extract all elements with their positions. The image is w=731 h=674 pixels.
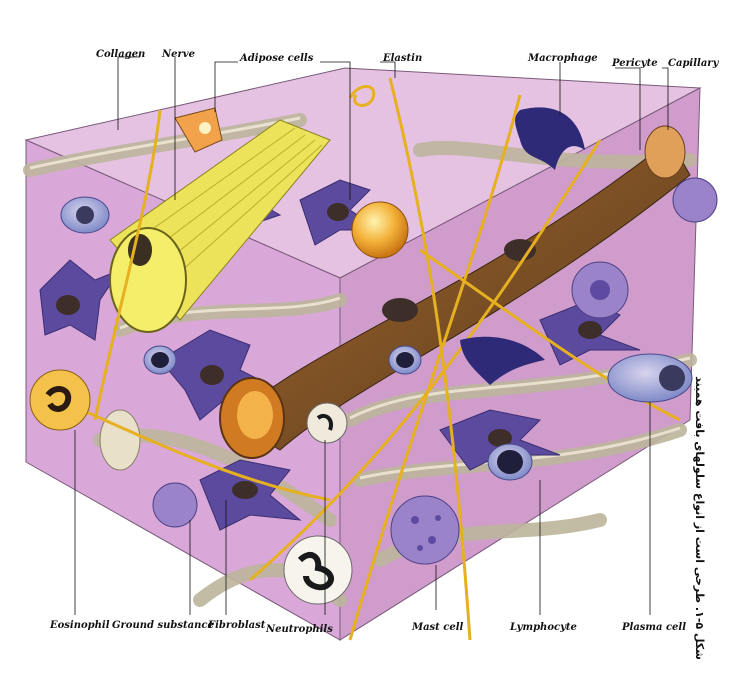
label-mast-cell: Mast cell bbox=[412, 622, 463, 633]
label-adipose-cells: Adipose cells bbox=[240, 53, 313, 64]
figure-caption: شکل ۵-۱. طرحی است از انواع سلولهای بافت … bbox=[690, 440, 706, 660]
label-neutrophils: Neutrophils bbox=[266, 624, 333, 635]
label-pericyte: Pericyte bbox=[612, 58, 658, 69]
label-collagen: Collagen bbox=[96, 49, 145, 60]
label-elastin: Elastin bbox=[383, 53, 422, 64]
label-nerve: Nerve bbox=[162, 49, 195, 60]
collagen-bundle-end bbox=[100, 410, 140, 470]
label-eosinophil: Eosinophil bbox=[50, 620, 110, 631]
label-ground-substance: Ground substance bbox=[112, 620, 214, 631]
label-macrophage: Macrophage bbox=[528, 53, 598, 64]
label-fibroblast: Fibroblast bbox=[208, 620, 265, 631]
eosinophil bbox=[30, 370, 90, 430]
label-plasma-cell: Plasma cell bbox=[622, 622, 686, 633]
label-capillary: Capillary bbox=[668, 58, 718, 69]
label-lymphocyte: Lymphocyte bbox=[510, 622, 577, 633]
